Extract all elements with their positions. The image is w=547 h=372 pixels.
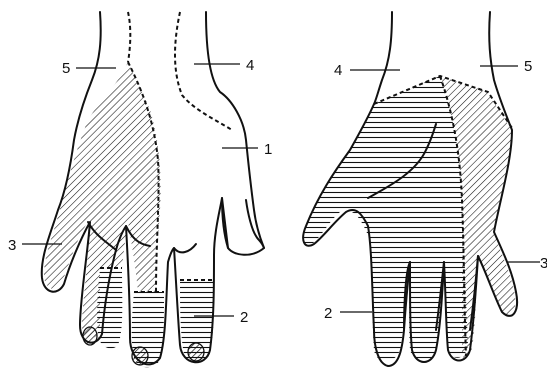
dorsal-boundary-5 bbox=[128, 12, 130, 62]
dorsal-label-5: 5 bbox=[62, 60, 70, 77]
palmar-label-3: 3 bbox=[540, 255, 547, 272]
palmar-label-4: 4 bbox=[334, 62, 342, 79]
dorsal-label-4: 4 bbox=[246, 57, 254, 74]
dorsal-boundary-4 bbox=[175, 12, 232, 130]
palmar-label-5: 5 bbox=[524, 58, 532, 75]
dorsal-label-1: 1 bbox=[264, 141, 272, 158]
dorsal-thumb bbox=[222, 198, 264, 248]
dorsal-label-3: 3 bbox=[8, 237, 16, 254]
dorsal-hand: 5 4 1 3 2 bbox=[8, 12, 272, 367]
palmar-label-2: 2 bbox=[324, 305, 332, 322]
dorsal-tip-3 bbox=[188, 343, 204, 361]
dorsal-split-3 bbox=[174, 244, 196, 252]
dorsal-label-2: 2 bbox=[240, 309, 248, 326]
palmar-hand: 4 5 2 3 bbox=[303, 12, 547, 366]
